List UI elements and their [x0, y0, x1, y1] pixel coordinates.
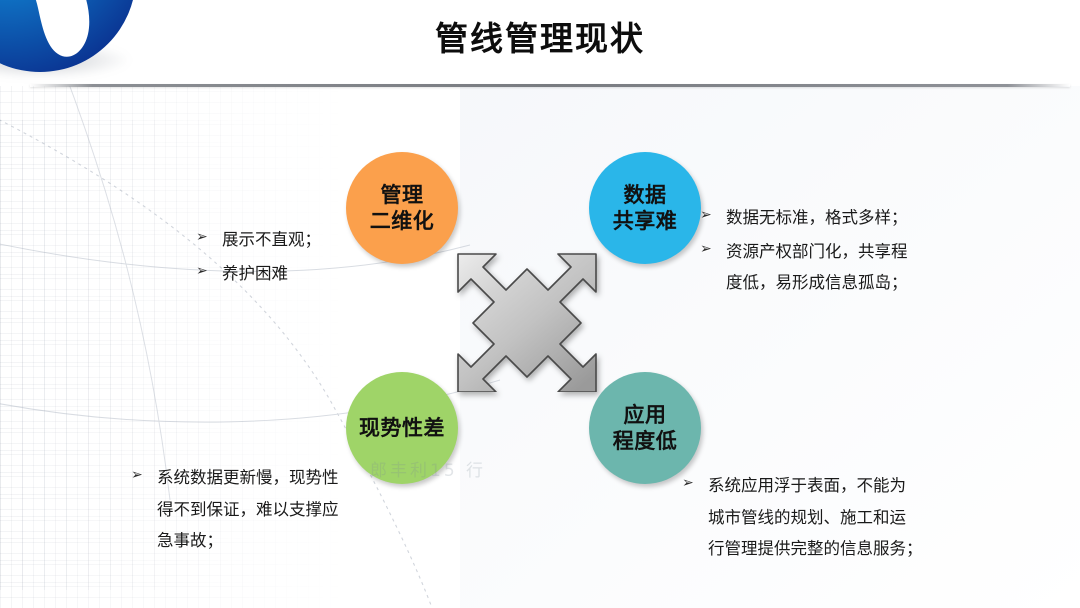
globe-icon: [0, 0, 133, 72]
arrow-bullet-icon: ➢: [700, 240, 712, 257]
list-item-text: 养护困难: [222, 263, 288, 283]
node-circle-management[interactable]: 管理 二维化: [346, 152, 458, 264]
node-label-line1: 现势性差: [359, 415, 445, 440]
node-label-line1: 管理: [380, 182, 424, 207]
list-item: ➢ 展示不直观；: [196, 224, 386, 256]
node-label-line1: 应用: [623, 402, 667, 427]
node-label-line2: 二维化: [369, 209, 435, 233]
list-item-text: 系统数据更新慢，现势性 得不到保证，难以支撑应 急事故；: [157, 468, 339, 551]
node-circle-application[interactable]: 应用 程度低: [589, 372, 701, 484]
list-item: ➢ 系统数据更新慢，现势性 得不到保证，难以支撑应 急事故；: [131, 462, 401, 557]
arrow-bullet-icon: ➢: [196, 262, 208, 279]
bullet-list-bottom-left: ➢ 系统数据更新慢，现势性 得不到保证，难以支撑应 急事故；: [131, 462, 401, 559]
globe-logo: [0, 0, 178, 134]
arrow-bullet-icon: ➢: [131, 467, 143, 483]
list-item-text: 数据无标准，格式多样；: [726, 208, 908, 227]
arrow-bullet-icon: ➢: [196, 229, 208, 245]
list-item: ➢ 养护困难: [196, 258, 386, 290]
node-circle-currency[interactable]: 现势性差: [346, 372, 458, 484]
list-item-text: 展示不直观；: [222, 230, 321, 249]
list-item: ➢ 数据无标准，格式多样；: [700, 202, 962, 234]
list-item-text: 系统应用浮于表面，不能为 城市管线的规划、施工和运 行管理提供完整的信息服务；: [708, 476, 923, 559]
page-title: 管线管理现状: [435, 19, 645, 58]
list-item: ➢ 资源产权部门化，共享程 度低，易形成信息孤岛；: [700, 236, 962, 299]
header-band: [0, 0, 1080, 86]
list-item: ➢ 系统应用浮于表面，不能为 城市管线的规划、施工和运 行管理提供完整的信息服务…: [682, 470, 972, 565]
arrow-bullet-icon: ➢: [700, 207, 712, 223]
node-circle-data-sharing[interactable]: 数据 共享难: [589, 152, 701, 264]
bullet-list-top-left: ➢ 展示不直观； ➢ 养护困难: [196, 224, 386, 291]
bullet-list-bottom-right: ➢ 系统应用浮于表面，不能为 城市管线的规划、施工和运 行管理提供完整的信息服务…: [682, 470, 972, 567]
node-label-line1: 数据: [623, 182, 667, 207]
four-way-arrows-icon: [457, 253, 597, 392]
bullet-list-right: ➢ 数据无标准，格式多样； ➢ 资源产权部门化，共享程 度低，易形成信息孤岛；: [700, 202, 962, 301]
header-divider-rule: [30, 84, 1070, 87]
list-item-text: 资源产权部门化，共享程 度低，易形成信息孤岛；: [726, 241, 908, 293]
arrow-bullet-icon: ➢: [682, 475, 694, 491]
node-label-line2: 共享难: [612, 209, 678, 233]
node-label-line2: 程度低: [612, 429, 678, 453]
